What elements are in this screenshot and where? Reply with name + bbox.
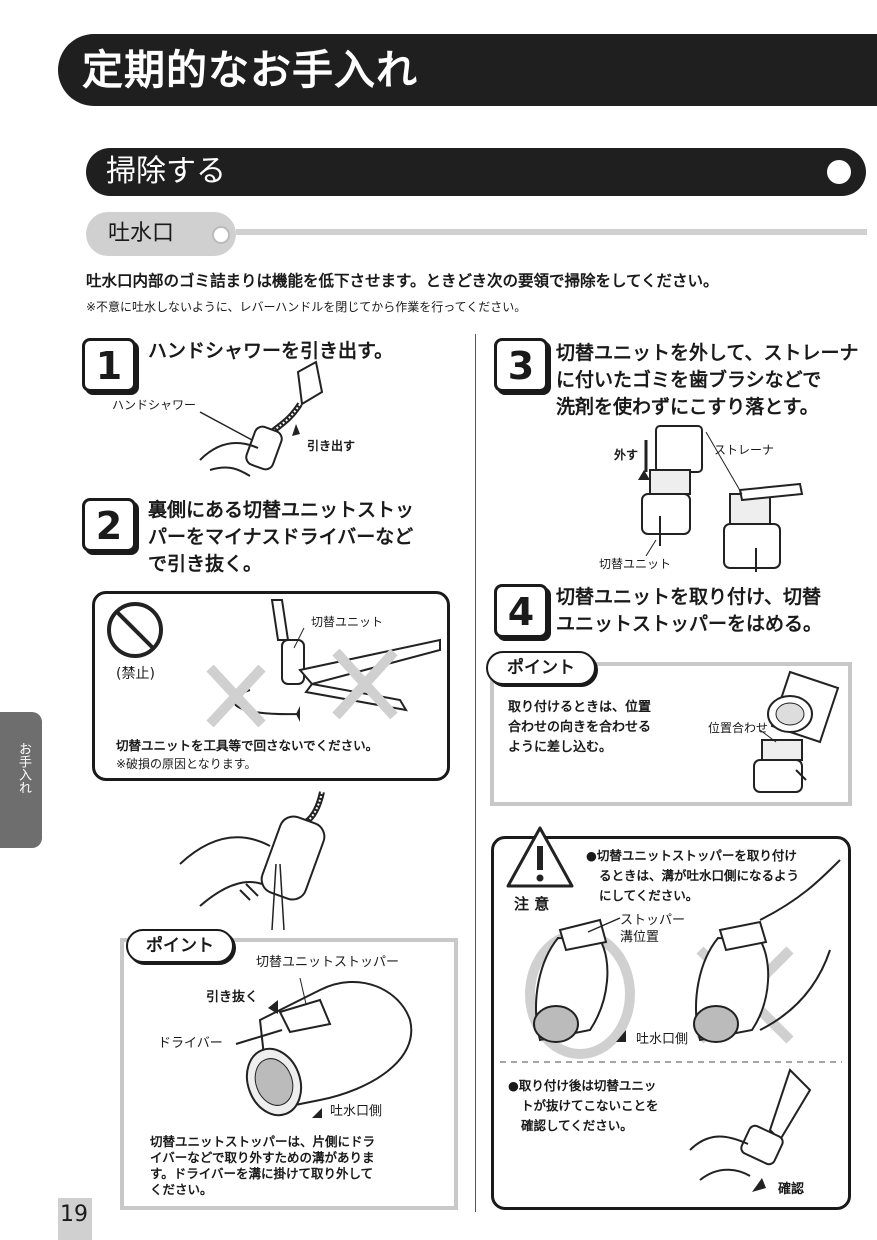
subsection-dot-icon — [212, 226, 230, 244]
page-number: 19 — [60, 1202, 88, 1227]
step-4-number: 4 — [494, 584, 548, 638]
confirm-label: 確認 — [778, 1182, 805, 1197]
step-2-text: 裏側にある切替ユニットストッ パーをマイナスドライバーなど で引き抜く。 — [148, 499, 415, 575]
column-divider — [475, 334, 476, 1212]
step-1-number: 1 — [82, 338, 136, 392]
strainer-label: ストレーナ — [714, 443, 775, 457]
prohibit-note: ※破損の原因となります。 — [116, 757, 257, 771]
unit-label: 切替ユニット — [599, 557, 672, 571]
caution-box — [491, 836, 851, 1210]
point-2-text: 取り付けるときは、位置 合わせの向きを合わせる ように差し込む。 — [508, 700, 652, 755]
pull-label: 引き抜く — [206, 990, 259, 1005]
subsection-pill — [86, 212, 236, 256]
section-title: 掃除する — [106, 154, 226, 189]
page-number-bar — [58, 1198, 92, 1240]
point-badge-1: ポイント — [126, 929, 234, 963]
outlet-label-2: 吐水口側 — [636, 1032, 689, 1047]
prohibit-warning: 切替ユニットを工具等で回さないでください。 — [116, 738, 379, 753]
hand-shower-label: ハンドシャワー — [112, 398, 197, 412]
outlet-label-1: 吐水口側 — [330, 1104, 383, 1119]
prohibit-box — [92, 591, 450, 781]
intro-note: ※不意に吐水しないように、レバーハンドルを閉じてから作業を行ってください。 — [86, 300, 527, 314]
point-badge-2: ポイント — [486, 651, 596, 685]
subsection-title: 吐水口 — [108, 221, 175, 246]
side-tab — [0, 712, 42, 848]
align-label: 位置合わせ — [708, 721, 769, 735]
stopper-label: 切替ユニットストッパー — [256, 955, 400, 970]
prohibit-unit-label: 切替ユニット — [311, 615, 384, 629]
section-title-bar — [86, 148, 866, 196]
step-3-number: 3 — [494, 338, 548, 392]
stopper-groove-label: ストッパー 溝位置 — [620, 913, 686, 945]
step-3-text: 切替ユニットを外して、ストレーナ に付いたゴミを歯ブラシなどで 洗剤を使わずにこ… — [556, 342, 859, 418]
caution-label: 注 意 — [514, 895, 550, 913]
caution-bullet-2: ●取り付け後は切替ユニッ トが抜けてこないことを 確認してください。 — [508, 1078, 659, 1133]
caution-bullet-1: ●切替ユニットストッパーを取り付け るときは、溝が吐水口側になるよう にしてくだ… — [586, 848, 800, 903]
step-1-text: ハンドシャワーを引き出す。 — [148, 340, 394, 362]
subsection-rule — [236, 229, 867, 235]
side-tab-label: お手入れ — [16, 742, 31, 794]
point-1-text: 切替ユニットストッパーは、片側にドラ イバーなどで取り外すための溝がありま す。… — [150, 1134, 376, 1197]
step-2-number: 2 — [82, 498, 136, 552]
intro-text: 吐水口内部のゴミ詰まりは機能を低下させます。ときどき次の要領で掃除をしてください… — [86, 272, 719, 290]
remove-label: 外す — [614, 448, 639, 462]
step-4-text: 切替ユニットを取り付け、切替 ユニットストッパーをはめる。 — [556, 586, 823, 635]
driver-label: ドライバー — [158, 1036, 223, 1051]
pull-out-label: 引き出す — [307, 439, 356, 453]
page-title-bar — [58, 34, 877, 106]
prohibit-label: (禁止) — [116, 666, 155, 682]
page-title: 定期的なお手入れ — [82, 46, 418, 94]
section-dot-icon — [827, 160, 851, 184]
